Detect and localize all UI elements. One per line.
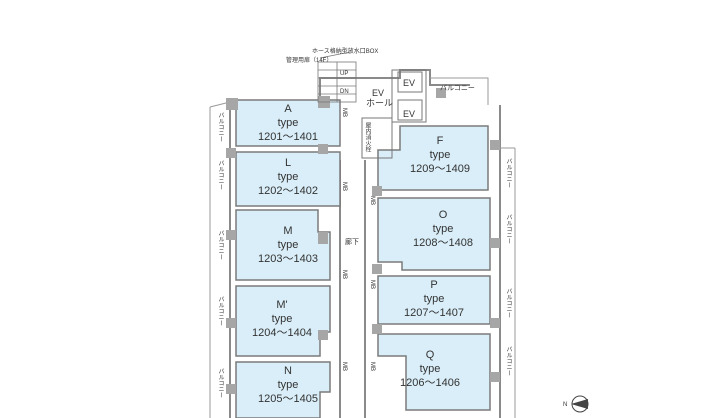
balcony-labels-east: バルコニー バルコニー バルコニー バルコニー — [505, 158, 512, 376]
svg-text:バルコニー: バルコニー — [505, 288, 512, 318]
svg-text:1205〜1405: 1205〜1405 — [258, 393, 318, 405]
svg-text:MB: MB — [369, 280, 375, 289]
svg-text:1201〜1401: 1201〜1401 — [258, 131, 318, 143]
balcony-lines — [209, 77, 516, 418]
svg-text:1209〜1409: 1209〜1409 — [410, 163, 470, 175]
unit-labels-east: F type 1209〜1409 O type 1208〜1408 P type… — [400, 135, 473, 389]
ev-2-label: EV — [403, 109, 415, 119]
svg-text:type: type — [278, 239, 299, 251]
svg-text:type: type — [424, 293, 445, 305]
west-units — [235, 99, 341, 418]
elevator-block — [361, 69, 427, 159]
balcony-labels-west: バルコニー バルコニー バルコニー バルコニー バルコニー — [217, 112, 224, 398]
east-units — [377, 125, 491, 411]
svg-text:MB: MB — [341, 182, 347, 191]
svg-text:1206〜1406: 1206〜1406 — [400, 377, 460, 389]
svg-text:1207〜1407: 1207〜1407 — [404, 307, 464, 319]
svg-text:バルコニー: バルコニー — [217, 296, 224, 326]
corridor-label: 廊下 — [345, 237, 359, 246]
svg-text:MB: MB — [341, 362, 347, 371]
ev-1-label: EV — [403, 78, 415, 88]
svg-text:1208〜1408: 1208〜1408 — [413, 237, 473, 249]
unit-m — [235, 209, 331, 281]
svg-text:1204〜1404: 1204〜1404 — [252, 327, 312, 339]
stair-up-label: UP — [340, 71, 348, 77]
unit-q — [377, 333, 491, 411]
svg-text:O: O — [439, 209, 448, 221]
mb-labels: MB MB MB MB MB MB MB — [341, 108, 375, 371]
svg-text:A: A — [284, 103, 292, 115]
north-label: N — [563, 402, 567, 408]
unit-l — [235, 151, 341, 207]
svg-text:F: F — [437, 135, 444, 147]
svg-text:N: N — [284, 365, 292, 377]
balcony-label-ne: バルコニー — [440, 84, 475, 92]
svg-text:type: type — [278, 171, 299, 183]
indoor-hydrant-label: 屋内消火栓 — [364, 122, 371, 153]
svg-text:バルコニー: バルコニー — [505, 158, 512, 188]
svg-text:1203〜1403: 1203〜1403 — [258, 253, 318, 265]
ev-hall-label-2: ホール — [366, 98, 393, 108]
svg-text:type: type — [278, 117, 299, 129]
svg-text:バルコニー: バルコニー — [217, 230, 224, 260]
svg-text:MB: MB — [369, 362, 375, 371]
svg-text:バルコニー: バルコニー — [217, 112, 224, 142]
svg-text:type: type — [430, 149, 451, 161]
svg-text:M: M — [283, 225, 292, 237]
ev-hall-label-1: EV — [372, 88, 384, 98]
svg-text:P: P — [430, 279, 437, 291]
svg-text:type: type — [420, 363, 441, 375]
svg-text:type: type — [433, 223, 454, 235]
svg-text:バルコニー: バルコニー — [505, 346, 512, 376]
svg-text:バルコニー: バルコニー — [217, 368, 224, 398]
mgmt-room-label: 管理用扉（14F） — [286, 56, 332, 64]
hose-box-label: ホース格納型放水口BOX — [312, 47, 378, 55]
svg-text:バルコニー: バルコニー — [217, 160, 224, 190]
stair — [317, 51, 357, 103]
svg-text:type: type — [272, 313, 293, 325]
north-arrow: N — [563, 395, 589, 413]
svg-text:L: L — [285, 157, 291, 169]
unit-labels-west: A type 1201〜1401 L type 1202〜1402 M type… — [252, 103, 318, 405]
unit-o — [377, 197, 491, 271]
svg-text:バルコニー: バルコニー — [505, 214, 512, 244]
svg-text:MB: MB — [341, 108, 347, 117]
svg-text:MB: MB — [341, 270, 347, 279]
svg-text:Q: Q — [426, 349, 435, 361]
unit-n — [235, 361, 331, 418]
svg-text:1202〜1402: 1202〜1402 — [258, 185, 318, 197]
svg-text:type: type — [278, 379, 299, 391]
svg-text:M': M' — [276, 299, 287, 311]
svg-text:MB: MB — [369, 196, 375, 205]
stair-dn-label: DN — [340, 89, 349, 95]
